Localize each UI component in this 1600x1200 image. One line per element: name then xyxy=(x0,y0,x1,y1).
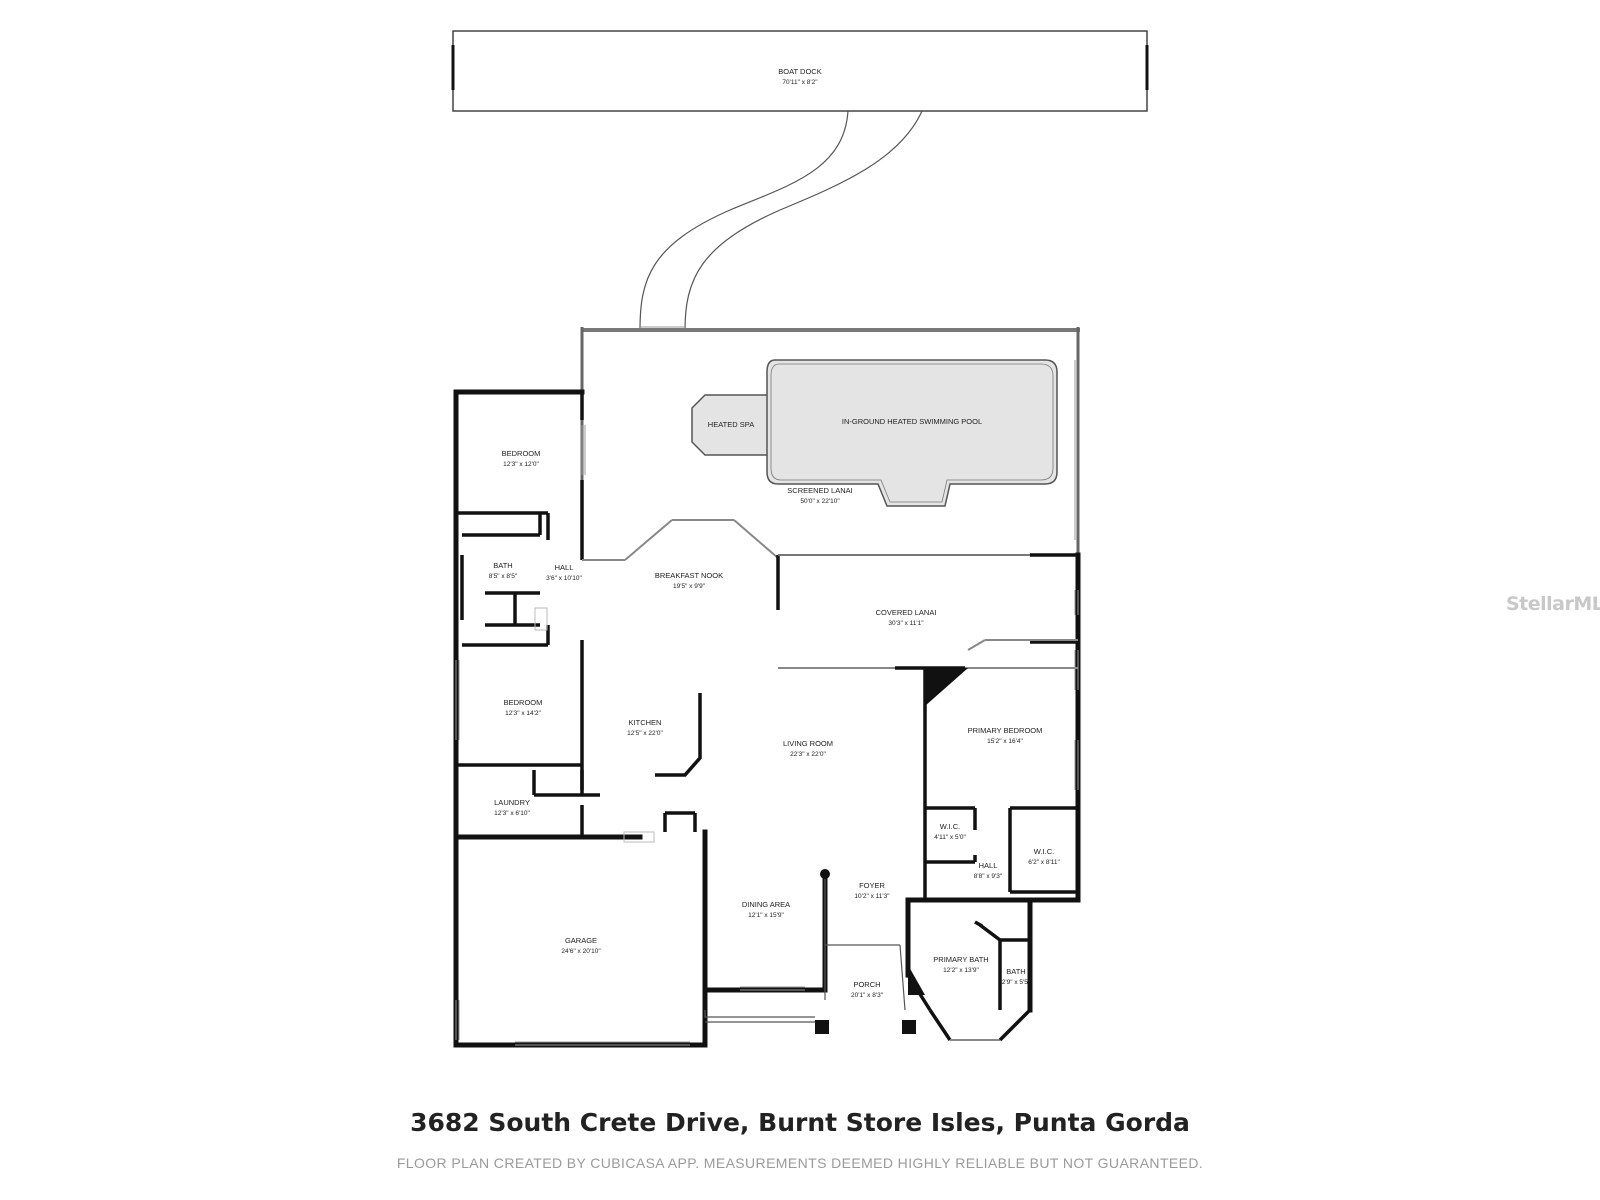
dim-kitchen: 12'5" x 22'0" xyxy=(627,730,663,737)
boat-dock xyxy=(452,30,1148,112)
dim-garage: 24'6" x 20'10" xyxy=(561,948,601,955)
label-hall-1: HALL xyxy=(555,563,574,572)
porch-outline xyxy=(704,870,906,1023)
dim-living-room: 22'3" x 22'0" xyxy=(790,751,826,758)
porch-columns xyxy=(815,869,916,1034)
dim-screened-lanai: 50'0" x 22'10" xyxy=(800,498,840,505)
dim-boat-dock: 70'11" x 8'2" xyxy=(782,79,818,86)
windows xyxy=(455,326,1079,1046)
label-foyer: FOYER xyxy=(859,881,885,890)
label-bedroom-2: BEDROOM xyxy=(504,698,543,707)
label-bedroom-1: BEDROOM xyxy=(502,449,541,458)
label-garage: GARAGE xyxy=(565,936,597,945)
dim-porch: 20'1" x 8'3" xyxy=(851,992,884,999)
label-living-room: LIVING ROOM xyxy=(783,739,833,748)
label-dining-area: DINING AREA xyxy=(742,900,790,909)
label-wic-2: W.I.C. xyxy=(1034,847,1054,856)
dim-hall-2: 8'8" x 9'3" xyxy=(974,873,1003,880)
watermark: StellarMLS xyxy=(1506,593,1600,615)
label-heated-spa: HEATED SPA xyxy=(708,420,754,429)
label-bath: BATH xyxy=(493,561,512,570)
dim-wic-1: 4'11" x 5'0" xyxy=(934,834,966,841)
dim-bedroom-2: 12'3" x 14'2" xyxy=(505,710,541,717)
dim-breakfast-nook: 19'5" x 9'9" xyxy=(673,583,706,590)
label-screened-lanai: SCREENED LANAI xyxy=(787,486,852,495)
dim-covered-lanai: 30'3" x 11'1" xyxy=(888,620,924,627)
dim-bedroom-1: 12'3" x 12'0" xyxy=(503,461,539,468)
label-hall-2: HALL xyxy=(979,861,998,870)
label-boat-dock: BOAT DOCK xyxy=(778,67,821,76)
dim-primary-bath: 12'2" x 13'9" xyxy=(943,967,979,974)
dim-bath: 8'5" x 8'5" xyxy=(489,573,518,580)
swimming-pool xyxy=(766,359,1058,507)
disclaimer: FLOOR PLAN CREATED BY CUBICASA APP. MEAS… xyxy=(396,1155,1204,1171)
label-covered-lanai: COVERED LANAI xyxy=(876,608,937,617)
property-address: 3682 South Crete Drive, Burnt Store Isle… xyxy=(410,1108,1190,1137)
exterior-walls xyxy=(453,389,1081,1048)
label-primary-bath: PRIMARY BATH xyxy=(933,955,988,964)
doors xyxy=(534,607,655,843)
label-pool: IN-GROUND HEATED SWIMMING POOL xyxy=(842,417,982,426)
label-kitchen: KITCHEN xyxy=(629,718,662,727)
dim-dining-area: 12'1" x 15'9" xyxy=(748,912,784,919)
label-breakfast-nook: BREAKFAST NOOK xyxy=(655,571,723,580)
dim-hall-1: 3'6" x 10'10" xyxy=(546,575,582,582)
label-porch: PORCH xyxy=(853,980,880,989)
label-bath-small: BATH xyxy=(1006,967,1025,976)
dim-foyer: 10'2" x 11'3" xyxy=(854,893,890,900)
label-primary-bedroom: PRIMARY BEDROOM xyxy=(968,726,1043,735)
dim-primary-bedroom: 15'2" x 16'4" xyxy=(987,738,1023,745)
label-wic-1: W.I.C. xyxy=(940,822,960,831)
dim-wic-2: 6'2" x 8'11" xyxy=(1028,859,1060,866)
room-labels: BOAT DOCK 70'11" x 8'2" HEATED SPA IN-GR… xyxy=(489,67,1061,999)
dock-walkway xyxy=(639,110,849,331)
dim-bath-small: 2'9" x 5'5" xyxy=(1002,979,1031,986)
dim-laundry: 12'3" x 6'10" xyxy=(494,810,530,817)
interior-walls xyxy=(456,392,1078,1042)
label-laundry: LAUNDRY xyxy=(494,798,530,807)
